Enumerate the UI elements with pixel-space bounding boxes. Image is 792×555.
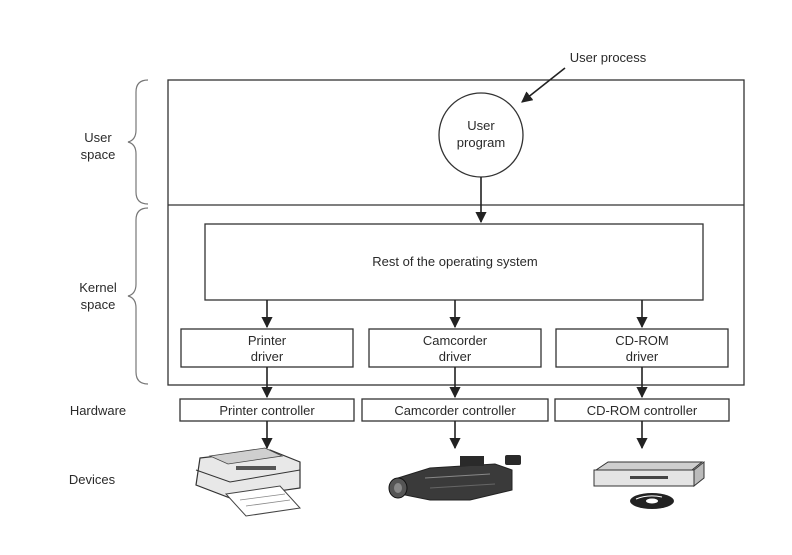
printer-driver-label-line1: Printer: [248, 333, 287, 348]
user-space-label-line2: space: [81, 147, 116, 162]
kernel-space-label-line2: space: [81, 297, 116, 312]
cdrom-controller-label: CD-ROM controller: [587, 403, 698, 418]
user-process-arrow: [521, 67, 566, 103]
camcorder-icon: [388, 455, 521, 501]
printer-driver-label-line2: driver: [251, 349, 284, 364]
user-space-brace: [127, 79, 149, 205]
kernel-space-brace: [127, 207, 149, 385]
camcorder-controller-label: Camcorder controller: [394, 403, 516, 418]
cdrom-driver-label-line1: CD-ROM: [615, 333, 668, 348]
kernel-space-label-line1: Kernel: [79, 280, 117, 295]
user-program-label-line1: User: [467, 118, 495, 133]
camcorder-driver-label-line1: Camcorder: [423, 333, 488, 348]
camcorder-driver-label-line2: driver: [439, 349, 472, 364]
user-process-label: User process: [570, 50, 647, 65]
hardware-label: Hardware: [70, 403, 126, 418]
rest-of-os-box: [204, 223, 704, 301]
printer-icon: [195, 447, 302, 517]
user-space-label-line1: User: [84, 130, 112, 145]
devices-label: Devices: [69, 472, 116, 487]
user-program-label-line2: program: [457, 135, 505, 150]
printer-controller-label: Printer controller: [219, 403, 315, 418]
cdrom-drive-icon: [593, 460, 705, 509]
cdrom-driver-label-line2: driver: [626, 349, 659, 364]
rest-of-os-label: Rest of the operating system: [372, 254, 537, 269]
